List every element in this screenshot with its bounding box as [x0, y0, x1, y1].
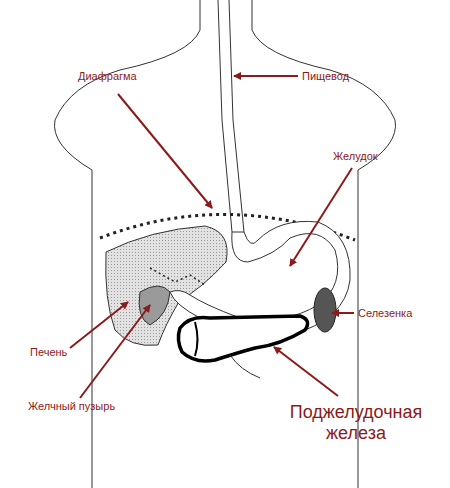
pancreas-head: [195, 322, 198, 356]
liver-duct: [150, 268, 205, 285]
gallbladder-shape: [139, 286, 170, 325]
organ-label: Диафрагма: [78, 70, 137, 83]
spleen-shape: [314, 288, 336, 332]
organ-label: Желчный пузырь: [28, 400, 115, 413]
duodenum-line: [230, 355, 260, 378]
pancreas-shape: [178, 316, 307, 361]
organ-label: Поджелудочная железа: [286, 402, 426, 444]
organ-label: Желудок: [333, 150, 378, 163]
organ-label: Селезенка: [358, 307, 412, 320]
leader-arrows: [70, 76, 354, 398]
esophagus: [218, 0, 244, 232]
organ-label: Печень: [30, 346, 67, 359]
organ-label: Пищевод: [302, 70, 349, 83]
